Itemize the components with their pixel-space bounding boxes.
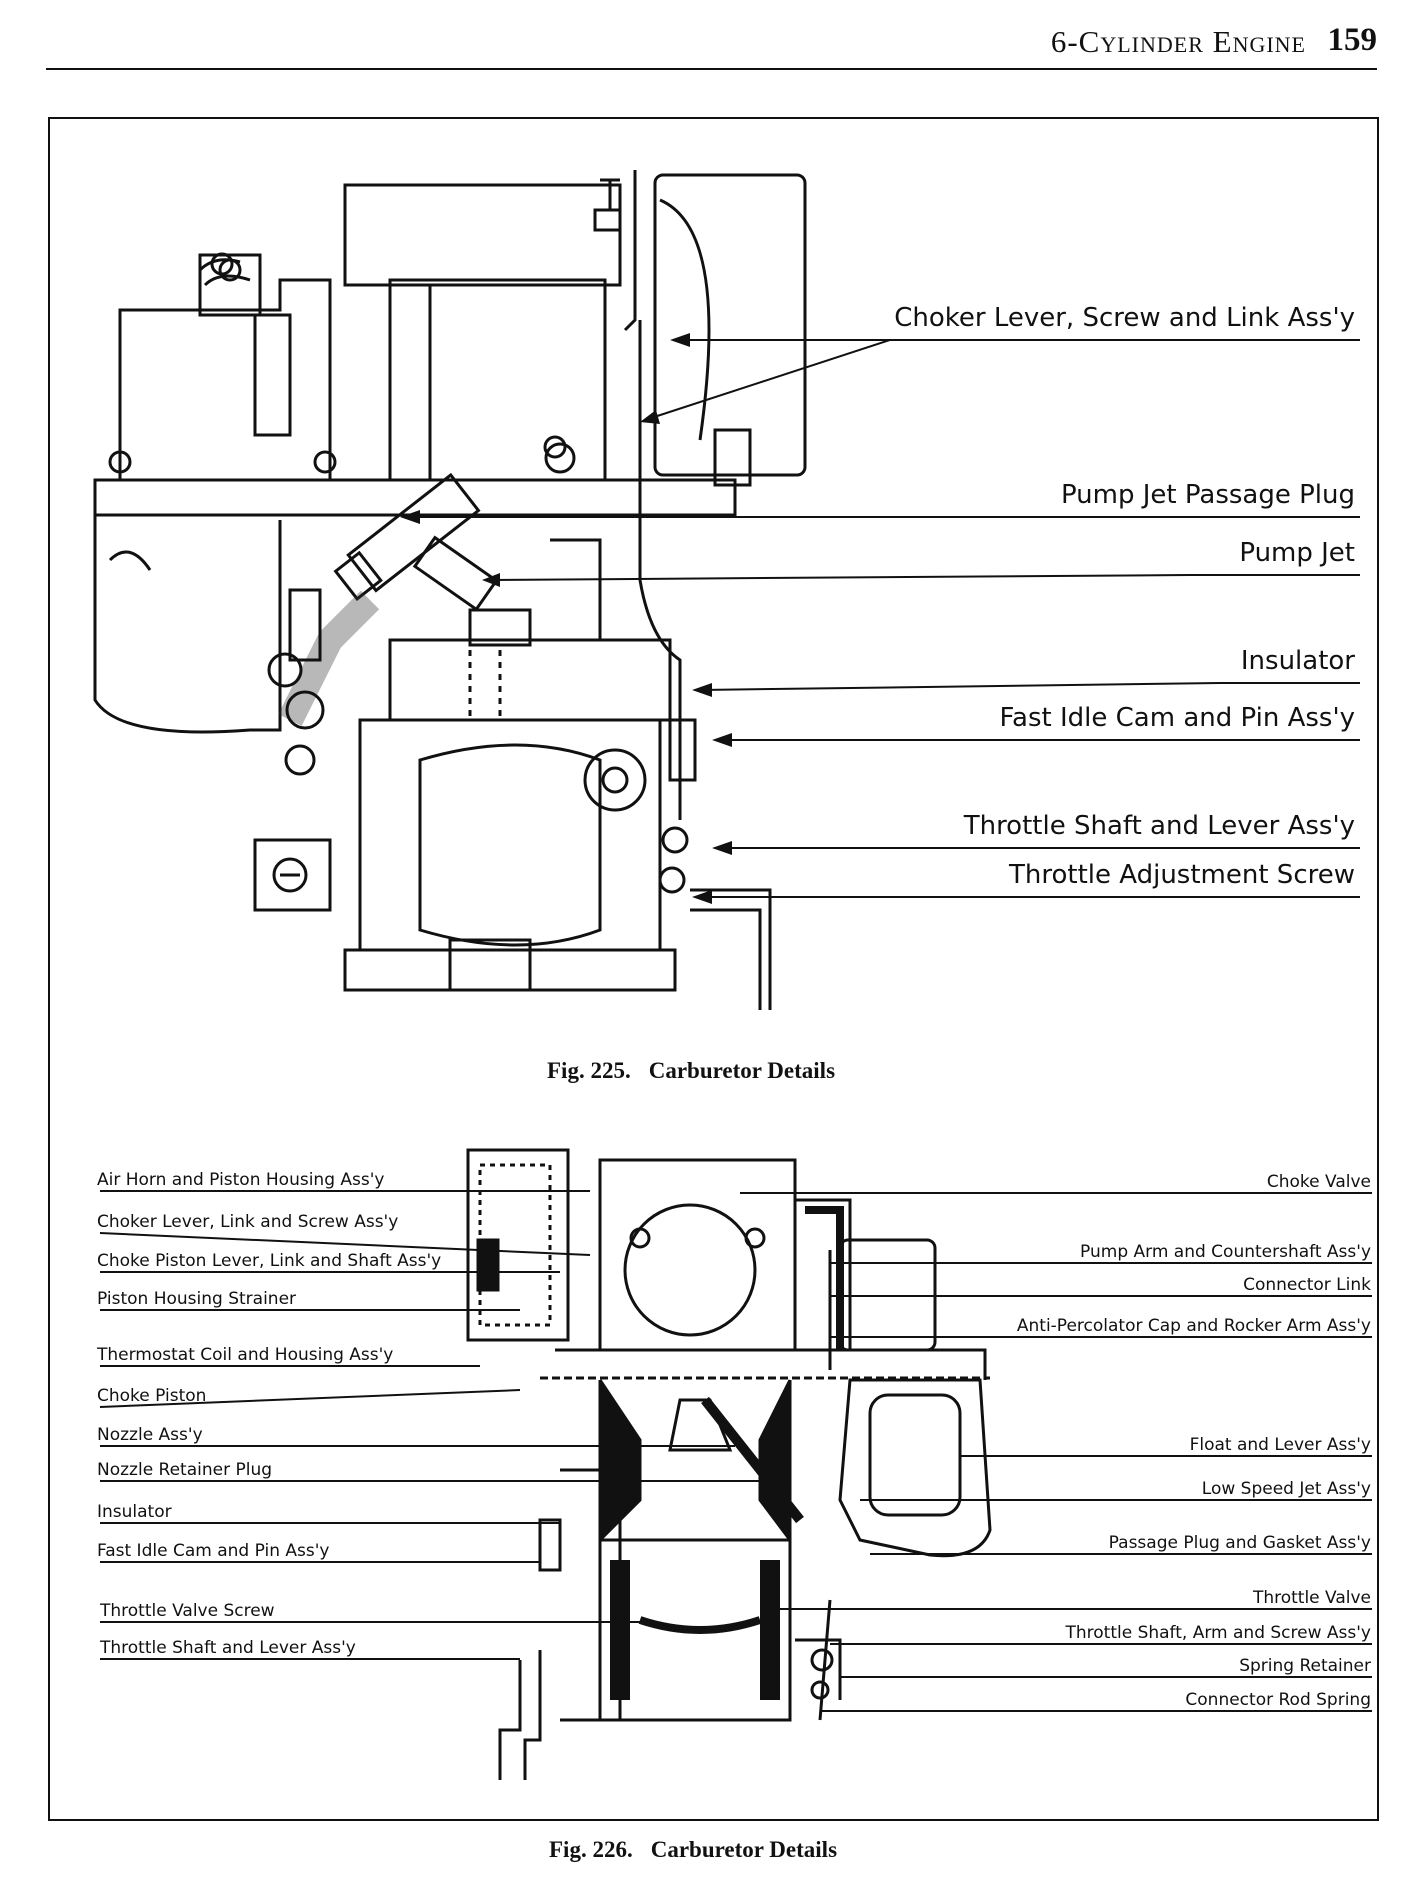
fig226-label-choke-piston-lever: Choke Piston Lever, Link and Shaft Ass'y bbox=[97, 1251, 442, 1271]
fig226-label-air-horn: Air Horn and Piston Housing Ass'y bbox=[97, 1170, 385, 1190]
fig226-label-connector-rod-spring: Connector Rod Spring bbox=[1185, 1690, 1371, 1710]
fig226-label-piston-housing-strainer: Piston Housing Strainer bbox=[97, 1289, 297, 1309]
fig225-label-choker-lever: Choker Lever, Screw and Link Ass'y bbox=[894, 303, 1355, 333]
fig226-label-insulator: Insulator bbox=[97, 1502, 172, 1522]
fig226-label-pump-arm: Pump Arm and Countershaft Ass'y bbox=[1080, 1242, 1371, 1262]
fig226-carburetor-drawing bbox=[466, 1148, 992, 1780]
fig225-label-throttle-shaft-lever: Throttle Shaft and Lever Ass'y bbox=[963, 811, 1355, 841]
fig225-number: Fig. 225. bbox=[547, 1058, 631, 1083]
header-rule bbox=[46, 68, 1377, 70]
fig226-caption: Fig. 226. Carburetor Details bbox=[549, 1837, 837, 1863]
fig225-carburetor-drawing bbox=[93, 170, 807, 1010]
fig225-arrowheads bbox=[400, 333, 732, 904]
fig225-leader-lines bbox=[410, 339, 1360, 898]
fig225-label-pump-jet: Pump Jet bbox=[1239, 538, 1355, 568]
fig225-caption: Fig. 225. Carburetor Details bbox=[547, 1058, 835, 1084]
page-header: 6-Cylinder Engine 159 bbox=[0, 0, 1411, 70]
fig226-label-choker-lever: Choker Lever, Link and Screw Ass'y bbox=[97, 1212, 399, 1232]
fig226-label-nozzle: Nozzle Ass'y bbox=[97, 1425, 203, 1445]
fig226-label-choke-piston: Choke Piston bbox=[97, 1386, 207, 1406]
fig225-label-pump-jet-passage-plug: Pump Jet Passage Plug bbox=[1060, 480, 1355, 510]
fig226-label-anti-percolator: Anti-Percolator Cap and Rocker Arm Ass'y bbox=[1016, 1316, 1371, 1336]
fig226-label-choke-valve: Choke Valve bbox=[1266, 1172, 1371, 1192]
fig226-label-fast-idle-cam: Fast Idle Cam and Pin Ass'y bbox=[97, 1541, 330, 1561]
fig226-label-nozzle-retainer-plug: Nozzle Retainer Plug bbox=[97, 1460, 273, 1480]
fig226-caption-text: Carburetor Details bbox=[650, 1837, 838, 1862]
running-header-title: 6-Cylinder Engine bbox=[1050, 24, 1306, 59]
fig225-caption-text: Carburetor Details bbox=[648, 1058, 836, 1083]
fig226-label-throttle-valve: Throttle Valve bbox=[1252, 1588, 1371, 1608]
page-number: 159 bbox=[1327, 22, 1378, 58]
fig225-label-fast-idle-cam: Fast Idle Cam and Pin Ass'y bbox=[999, 703, 1355, 733]
fig226-label-passage-plug-gasket: Passage Plug and Gasket Ass'y bbox=[1108, 1533, 1371, 1553]
fig226-label-throttle-shaft-arm: Throttle Shaft, Arm and Screw Ass'y bbox=[1065, 1623, 1371, 1643]
figure-frame bbox=[48, 117, 1379, 1821]
fig225-label-insulator: Insulator bbox=[1240, 646, 1355, 676]
fig225-label-throttle-adjustment-screw: Throttle Adjustment Screw bbox=[1009, 860, 1355, 890]
fig226-label-connector-link: Connector Link bbox=[1243, 1275, 1371, 1295]
fig226-leader-lines bbox=[99, 1190, 1372, 1712]
fig226-label-low-speed-jet: Low Speed Jet Ass'y bbox=[1201, 1479, 1371, 1499]
fig226-label-throttle-shaft-lever: Throttle Shaft and Lever Ass'y bbox=[100, 1638, 356, 1658]
fig226-label-thermostat-coil: Thermostat Coil and Housing Ass'y bbox=[97, 1345, 394, 1365]
fig226-label-float-lever: Float and Lever Ass'y bbox=[1189, 1435, 1371, 1455]
fig226-number: Fig. 226. bbox=[549, 1837, 633, 1862]
fig226-label-throttle-valve-screw: Throttle Valve Screw bbox=[100, 1601, 275, 1621]
fig226-label-spring-retainer: Spring Retainer bbox=[1239, 1656, 1371, 1676]
